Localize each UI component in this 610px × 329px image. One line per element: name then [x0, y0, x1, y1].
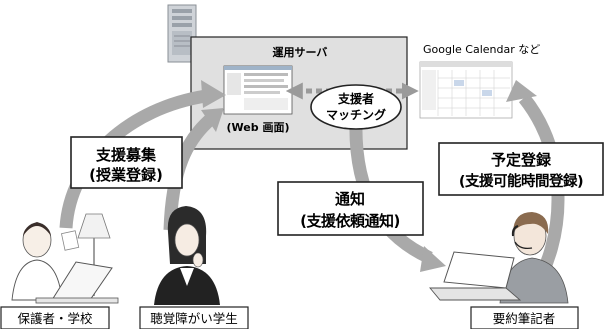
callout-schedule — [438, 142, 604, 196]
guardian-label: 保護者・学校 — [17, 311, 93, 326]
matching-ellipse — [310, 84, 402, 130]
guardian-illustration — [11, 213, 119, 304]
guardian-label-box — [0, 306, 110, 329]
schedule-line2: (支援可能時間登録) — [459, 172, 583, 190]
server-title: 運用サーバ — [273, 46, 328, 59]
callout-recruit — [70, 136, 183, 189]
calendar-label: Google Calendar など — [423, 43, 540, 56]
matching-line1: 支援者 — [337, 91, 374, 106]
recruit-line1: 支援募集 — [95, 146, 157, 164]
notify-line1: 通知 — [335, 190, 365, 208]
notify-line2: (支援依頼通知) — [300, 212, 400, 230]
web-screen-thumbnail — [223, 65, 293, 115]
matching-line2: マッチング — [326, 107, 386, 122]
recruit-line2: (授業登録) — [89, 166, 163, 184]
callout-notify — [277, 181, 424, 236]
web-screen-caption: (Web 画面) — [227, 121, 290, 134]
student-label-box — [139, 306, 249, 329]
student-label: 聴覚障がい学生 — [150, 311, 238, 326]
calendar-thumbnail — [419, 61, 513, 119]
captioner-label: 要約筆記者 — [493, 311, 556, 326]
schedule-line1: 予定登録 — [491, 151, 552, 169]
captioner-illustration — [429, 212, 569, 304]
server-tower-icon — [167, 4, 197, 63]
student-illustration — [154, 206, 220, 305]
captioner-label-box — [470, 306, 579, 329]
